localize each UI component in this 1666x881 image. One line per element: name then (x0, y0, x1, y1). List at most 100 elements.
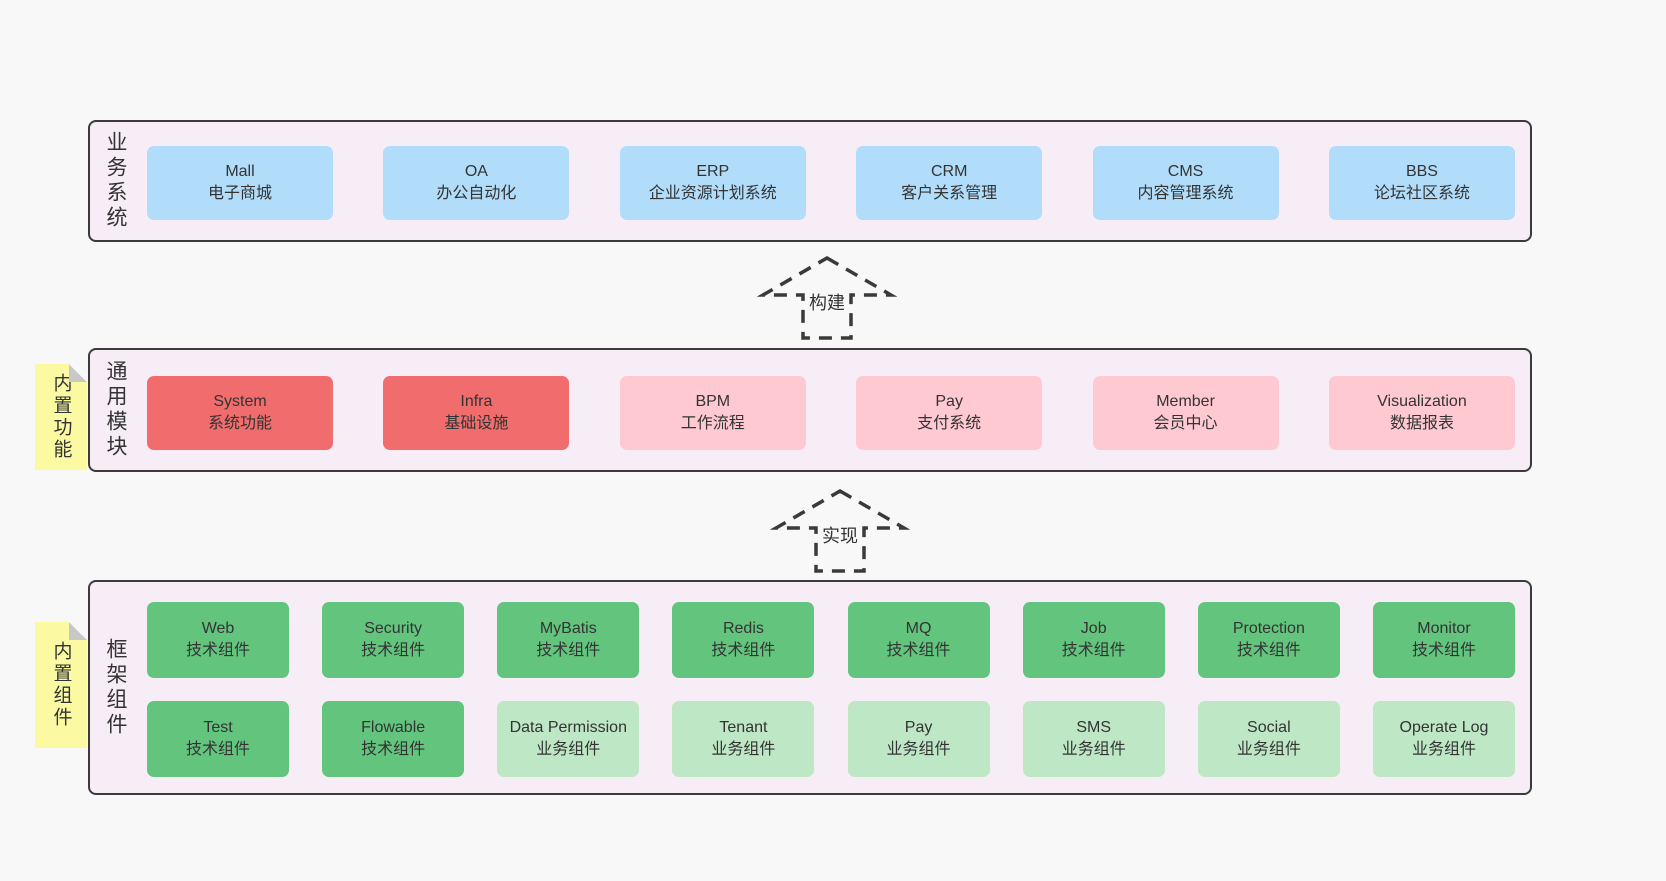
node-title: Data Permission (509, 719, 627, 737)
node-job: Job 技术组件 (1022, 602, 1165, 678)
node-pay-system: Pay 支付系统 (856, 376, 1043, 450)
node-title: Mall (225, 163, 255, 181)
arrow-build-label: 构建 (806, 288, 848, 316)
up-arrow-build-icon: 构建 (757, 254, 897, 342)
node-title: Test (203, 719, 233, 737)
node-social: Social 业务组件 (1197, 701, 1340, 777)
node-subtitle: 电子商城 (207, 185, 272, 202)
node-title: Security (364, 620, 423, 638)
node-mall: Mall 电子商城 (147, 146, 333, 220)
node-subtitle: 业务组件 (536, 741, 601, 758)
node-web: Web 技术组件 (147, 602, 289, 678)
node-title: SMS (1076, 719, 1112, 737)
node-title: Monitor (1417, 620, 1471, 638)
node-title: BBS (1405, 163, 1438, 181)
node-title: MQ (905, 620, 932, 638)
node-subtitle: 业务组件 (1411, 741, 1476, 758)
node-visualization: Visualization 数据报表 (1328, 376, 1515, 450)
sticky-note-label: 内置功能 (50, 373, 72, 461)
node-title: Infra (460, 393, 493, 411)
node-erp: ERP 企业资源计划系统 (619, 146, 806, 220)
node-title: Redis (722, 620, 764, 638)
node-subtitle: 论坛社区系统 (1373, 185, 1470, 202)
layer-framework-label: 框架组件 (104, 637, 127, 738)
node-title: CRM (930, 163, 968, 181)
layer-business-label: 业务系统 (104, 131, 127, 231)
node-subtitle: 业务组件 (886, 741, 951, 758)
node-protection: Protection 技术组件 (1197, 602, 1340, 678)
layer-modules-label: 通用模块 (104, 360, 127, 460)
node-title: CMS (1167, 163, 1204, 181)
node-subtitle: 技术组件 (711, 642, 776, 659)
node-subtitle: 业务组件 (711, 741, 776, 758)
layer-common-modules: 通用模块 System 系统功能 Infra 基础设施 BPM 工作流程 Pay… (88, 348, 1532, 472)
node-subtitle: 工作流程 (680, 415, 745, 432)
node-subtitle: 技术组件 (886, 642, 951, 659)
node-flowable: Flowable 技术组件 (322, 701, 465, 777)
node-subtitle: 技术组件 (536, 642, 601, 659)
layer-business-systems: 业务系统 Mall 电子商城 OA 办公自动化 ERP 企业资源计划系统 CRM… (88, 120, 1532, 242)
node-cms: CMS 内容管理系统 (1092, 146, 1279, 220)
node-title: OA (464, 163, 488, 181)
node-title: Web (201, 620, 235, 638)
node-subtitle: 技术组件 (361, 741, 426, 758)
node-title: Tenant (719, 719, 768, 737)
node-system: System 系统功能 (147, 376, 333, 450)
node-title: Protection (1232, 620, 1305, 638)
node-security: Security 技术组件 (322, 602, 465, 678)
node-title: Visualization (1377, 393, 1467, 411)
node-title: BPM (695, 393, 731, 411)
node-oa: OA 办公自动化 (383, 146, 570, 220)
node-subtitle: 基础设施 (444, 415, 509, 432)
node-bbs: BBS 论坛社区系统 (1328, 146, 1515, 220)
node-infra: Infra 基础设施 (383, 376, 570, 450)
node-subtitle: 企业资源计划系统 (648, 185, 777, 202)
node-title: Flowable (361, 719, 426, 737)
modules-boxes-row: System 系统功能 Infra 基础设施 BPM 工作流程 Pay 支付系统… (147, 376, 1515, 450)
node-title: Job (1080, 620, 1107, 638)
layer-framework-components: 框架组件 Web 技术组件 Security 技术组件 MyBatis 技术组件… (88, 580, 1532, 795)
sticky-note-builtin-components: 内置组件 (35, 622, 87, 748)
node-bpm: BPM 工作流程 (619, 376, 806, 450)
node-title: System (213, 393, 267, 411)
up-arrow-implement-icon: 实现 (770, 487, 910, 575)
business-boxes-row: Mall 电子商城 OA 办公自动化 ERP 企业资源计划系统 CRM 客户关系… (147, 146, 1515, 220)
node-subtitle: 内容管理系统 (1137, 185, 1234, 202)
node-subtitle: 业务组件 (1061, 741, 1126, 758)
node-mybatis: MyBatis 技术组件 (497, 602, 640, 678)
node-title: Pay (904, 719, 933, 737)
node-test: Test 技术组件 (147, 701, 289, 777)
node-subtitle: 客户关系管理 (901, 185, 998, 202)
node-subtitle: 技术组件 (185, 741, 250, 758)
node-title: Pay (935, 393, 963, 411)
node-subtitle: 技术组件 (1061, 642, 1126, 659)
node-monitor: Monitor 技术组件 (1372, 602, 1515, 678)
node-crm: CRM 客户关系管理 (856, 146, 1043, 220)
node-title: ERP (696, 163, 730, 181)
node-redis: Redis 技术组件 (672, 602, 815, 678)
node-subtitle: 会员中心 (1153, 415, 1218, 432)
node-subtitle: 技术组件 (1411, 642, 1476, 659)
node-subtitle: 技术组件 (185, 642, 250, 659)
node-member: Member 会员中心 (1092, 376, 1279, 450)
framework-row-1: Web 技术组件 Security 技术组件 MyBatis 技术组件 Redi… (147, 602, 1515, 678)
node-subtitle: 支付系统 (917, 415, 982, 432)
node-operate-log: Operate Log 业务组件 (1372, 701, 1515, 777)
node-title: Social (1247, 719, 1291, 737)
node-subtitle: 数据报表 (1389, 415, 1454, 432)
node-subtitle: 技术组件 (1236, 642, 1301, 659)
node-title: Member (1156, 393, 1215, 411)
node-mq: MQ 技术组件 (847, 602, 990, 678)
node-subtitle: 系统功能 (207, 415, 272, 432)
node-sms: SMS 业务组件 (1022, 701, 1165, 777)
node-subtitle: 业务组件 (1236, 741, 1301, 758)
sticky-note-label: 内置组件 (50, 641, 72, 729)
framework-row-2: Test 技术组件 Flowable 技术组件 Data Permission … (147, 701, 1515, 777)
node-subtitle: 技术组件 (361, 642, 426, 659)
node-title: Operate Log (1399, 719, 1489, 737)
node-subtitle: 办公自动化 (436, 185, 517, 202)
sticky-note-builtin-functions: 内置功能 (35, 364, 87, 470)
node-title: MyBatis (539, 620, 597, 638)
arrow-implement-label: 实现 (819, 521, 861, 549)
